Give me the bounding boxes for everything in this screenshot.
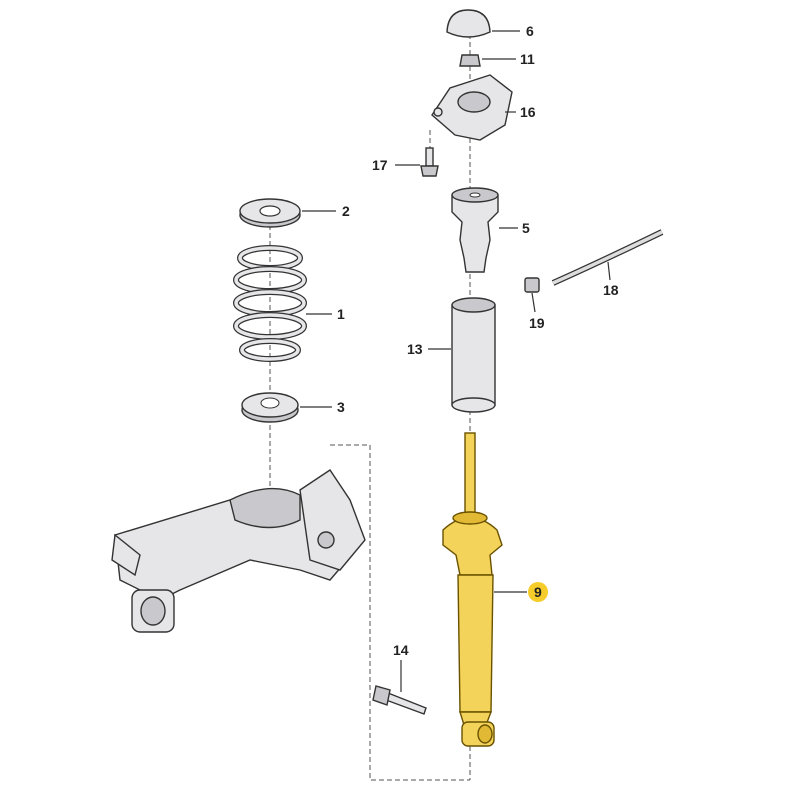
shock-absorber-part [442,432,503,747]
mount-bolt-part [420,147,439,177]
bump-stop-part [451,187,499,273]
upper-spring-seat-part [239,198,301,228]
callout-9-highlight [528,582,548,602]
assembly-center-lines [269,10,471,781]
callout-18: 18 [603,282,619,298]
dust-cover-part [451,297,496,413]
cap-part [446,9,491,38]
cable-part [551,229,664,286]
callout-9: 9 [534,584,542,600]
rear-axle-beam [111,469,366,633]
coil-spring-part [233,245,307,362]
callout-5: 5 [522,220,530,236]
callout-16: 16 [520,104,536,120]
callout-6: 6 [526,23,534,39]
callout-13: 13 [407,341,423,357]
lower-bolt-part [372,685,427,715]
callout-2: 2 [342,203,350,219]
clip-part [524,277,540,293]
leader-lines [300,30,611,692]
strut-mount-part [431,74,513,141]
callout-14: 14 [393,642,409,658]
nut-part [459,54,481,67]
callout-11: 11 [520,51,535,67]
lower-spring-seat-part [241,392,299,423]
callout-3: 3 [337,399,345,415]
callout-17: 17 [372,157,388,173]
callout-19: 19 [529,315,545,331]
callout-1: 1 [337,306,345,322]
